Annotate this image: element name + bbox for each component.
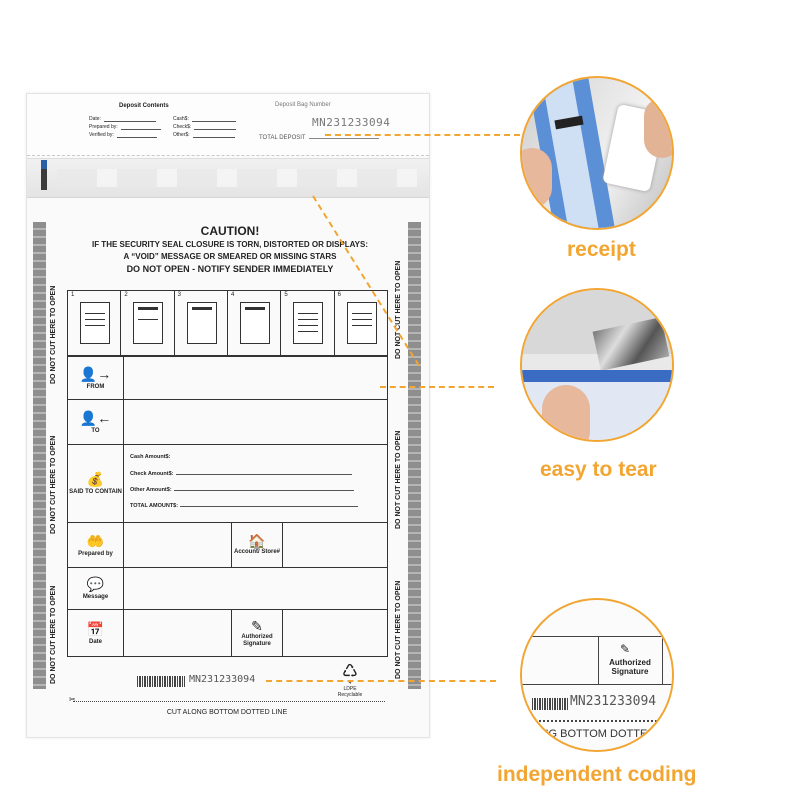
seal-icon [186, 302, 217, 344]
scissor-icon: ✂ [69, 695, 76, 704]
cut-instruction: CUT ALONG BOTTOM DOTTED LINE [166, 709, 288, 716]
side-warning-text: DO NOT CUT HERE TO OPEN [50, 435, 57, 534]
caution-title: CAUTION! [200, 224, 260, 238]
house-dollar-icon: 🏠 [248, 533, 266, 549]
easy-tear-label: easy to tear [540, 458, 657, 481]
side-warning-text: DO NOT CUT HERE TO OPEN [395, 260, 402, 359]
coding-guide-line [266, 680, 496, 682]
tear-guide-line [380, 386, 494, 388]
check-field: Check$: [173, 124, 237, 130]
person-arrow-right-icon: 👤→ [79, 365, 112, 382]
side-warning-text: DO NOT CUT HERE TO OPEN [50, 285, 57, 384]
pen-icon: ✎ [251, 617, 263, 634]
prepared-by-field[interactable]: 🏠Account/ Store# [124, 522, 387, 567]
recycle-icon: ♺ [341, 661, 359, 681]
deposit-bag: Deposit Contents Date: Prepared by: Veri… [26, 93, 430, 738]
authorized-signature-box: ✎Authorized Signature [231, 609, 283, 656]
date-field: Date: [89, 116, 156, 122]
seal-band [57, 169, 417, 187]
total-deposit-field: TOTAL DEPOSIT [259, 135, 379, 141]
account-store-box: 🏠Account/ Store# [231, 522, 283, 567]
message-field[interactable] [124, 568, 387, 609]
caution-line-1: IF THE SECURITY SEAL CLOSURE IS TORN, DI… [91, 240, 369, 249]
caution-block: CAUTION! IF THE SECURITY SEAL CLOSURE IS… [67, 224, 393, 274]
bag-icon [80, 302, 110, 344]
deposit-contents-title: Deposit Contents [119, 103, 169, 109]
other-amount-field[interactable]: Other Amount$: [130, 487, 354, 493]
step-4: 4 [228, 291, 282, 355]
zoom-barcode [532, 698, 568, 710]
to-field[interactable] [124, 400, 387, 444]
to-row: 👤←TO [68, 399, 387, 444]
date-row: 📅Date ✎Authorized Signature [68, 609, 387, 656]
zoom-authorized-signature: Authorized Signature [609, 658, 651, 676]
money-bag-icon: 💰 [86, 471, 105, 487]
instruction-steps: 1 2 3 4 5 6 [67, 290, 388, 356]
seal-indicator [41, 160, 47, 190]
calendar-icon: 📅 [86, 620, 105, 637]
cash-amount-field[interactable]: Cash Amount$: [130, 454, 171, 460]
easy-tear-photo [520, 288, 674, 442]
caution-line-3: DO NOT OPEN - NOTIFY SENDER IMMEDIATELY [126, 264, 334, 274]
hand-icon: 🤲 [86, 532, 105, 549]
cash-field: Cash$: [173, 116, 236, 122]
left-perforation-strip [33, 222, 46, 689]
contents-row: 💰SAID TO CONTAIN Cash Amount$: Check Amo… [68, 444, 387, 522]
from-row: 👤→FROM [68, 356, 387, 399]
sealed-bag-icon [293, 302, 324, 344]
receipt-guide-line [325, 134, 520, 136]
step-5: 5 [281, 291, 335, 355]
bag-form-table: 👤→FROM 👤←TO 💰SAID TO CONTAIN Cash Amount… [67, 356, 388, 657]
step-6: 6 [335, 291, 387, 355]
step-1: 1 [68, 291, 122, 355]
person-arrow-left-icon: 👤← [79, 409, 112, 426]
other-field: Other$: [173, 132, 235, 138]
deposit-bag-number: MN231233094 [312, 116, 391, 129]
prepared-field: Prepared by: [89, 124, 161, 130]
right-perforation-strip [408, 222, 421, 689]
receipt-label: receipt [567, 238, 636, 261]
cut-open-icon [346, 302, 377, 344]
verified-field: Verified by: [89, 132, 157, 138]
pen-icon: ✎ [620, 642, 631, 656]
message-row: 💬Message [68, 567, 387, 609]
recycle-symbol: ♺ 4 LDPE Recyclable [337, 661, 363, 698]
date-row-field[interactable]: ✎Authorized Signature [124, 609, 387, 656]
side-warning-text: DO NOT CUT HERE TO OPEN [395, 430, 402, 529]
press-seal-icon [239, 302, 270, 344]
prepared-row: 🤲Prepared by 🏠Account/ Store# [68, 522, 387, 567]
zoom-barcode-number: MN231233094 [570, 694, 657, 709]
receipt-section: Deposit Contents Date: Prepared by: Veri… [27, 94, 429, 156]
step-2: 2 [121, 291, 175, 355]
message-icon: 💬 [86, 576, 105, 592]
step-3: 3 [175, 291, 228, 355]
total-amount-field[interactable]: TOTAL AMOUNT$: [130, 503, 359, 509]
caution-line-2: A “VOID” MESSAGE OR SMEARED OR MISSING S… [123, 252, 337, 261]
side-warning-text: DO NOT CUT HERE TO OPEN [50, 585, 57, 684]
check-amount-field[interactable]: Check Amount$: [130, 471, 352, 477]
zoom-cut-text: ONG BOTTOM DOTTED [532, 728, 656, 740]
cut-dotted-line [73, 701, 385, 702]
cash-insert-icon [133, 302, 164, 344]
barcode-number: MN231233094 [189, 674, 256, 685]
receipt-photo [520, 76, 674, 230]
barcode [137, 676, 185, 687]
deposit-bag-number-label: Deposit Bag Number [275, 102, 331, 108]
independent-coding-label: independent coding [497, 763, 697, 786]
independent-coding-zoom: ✎ Authorized Signature MN231233094 ONG B… [520, 598, 674, 752]
from-field[interactable] [124, 357, 387, 399]
